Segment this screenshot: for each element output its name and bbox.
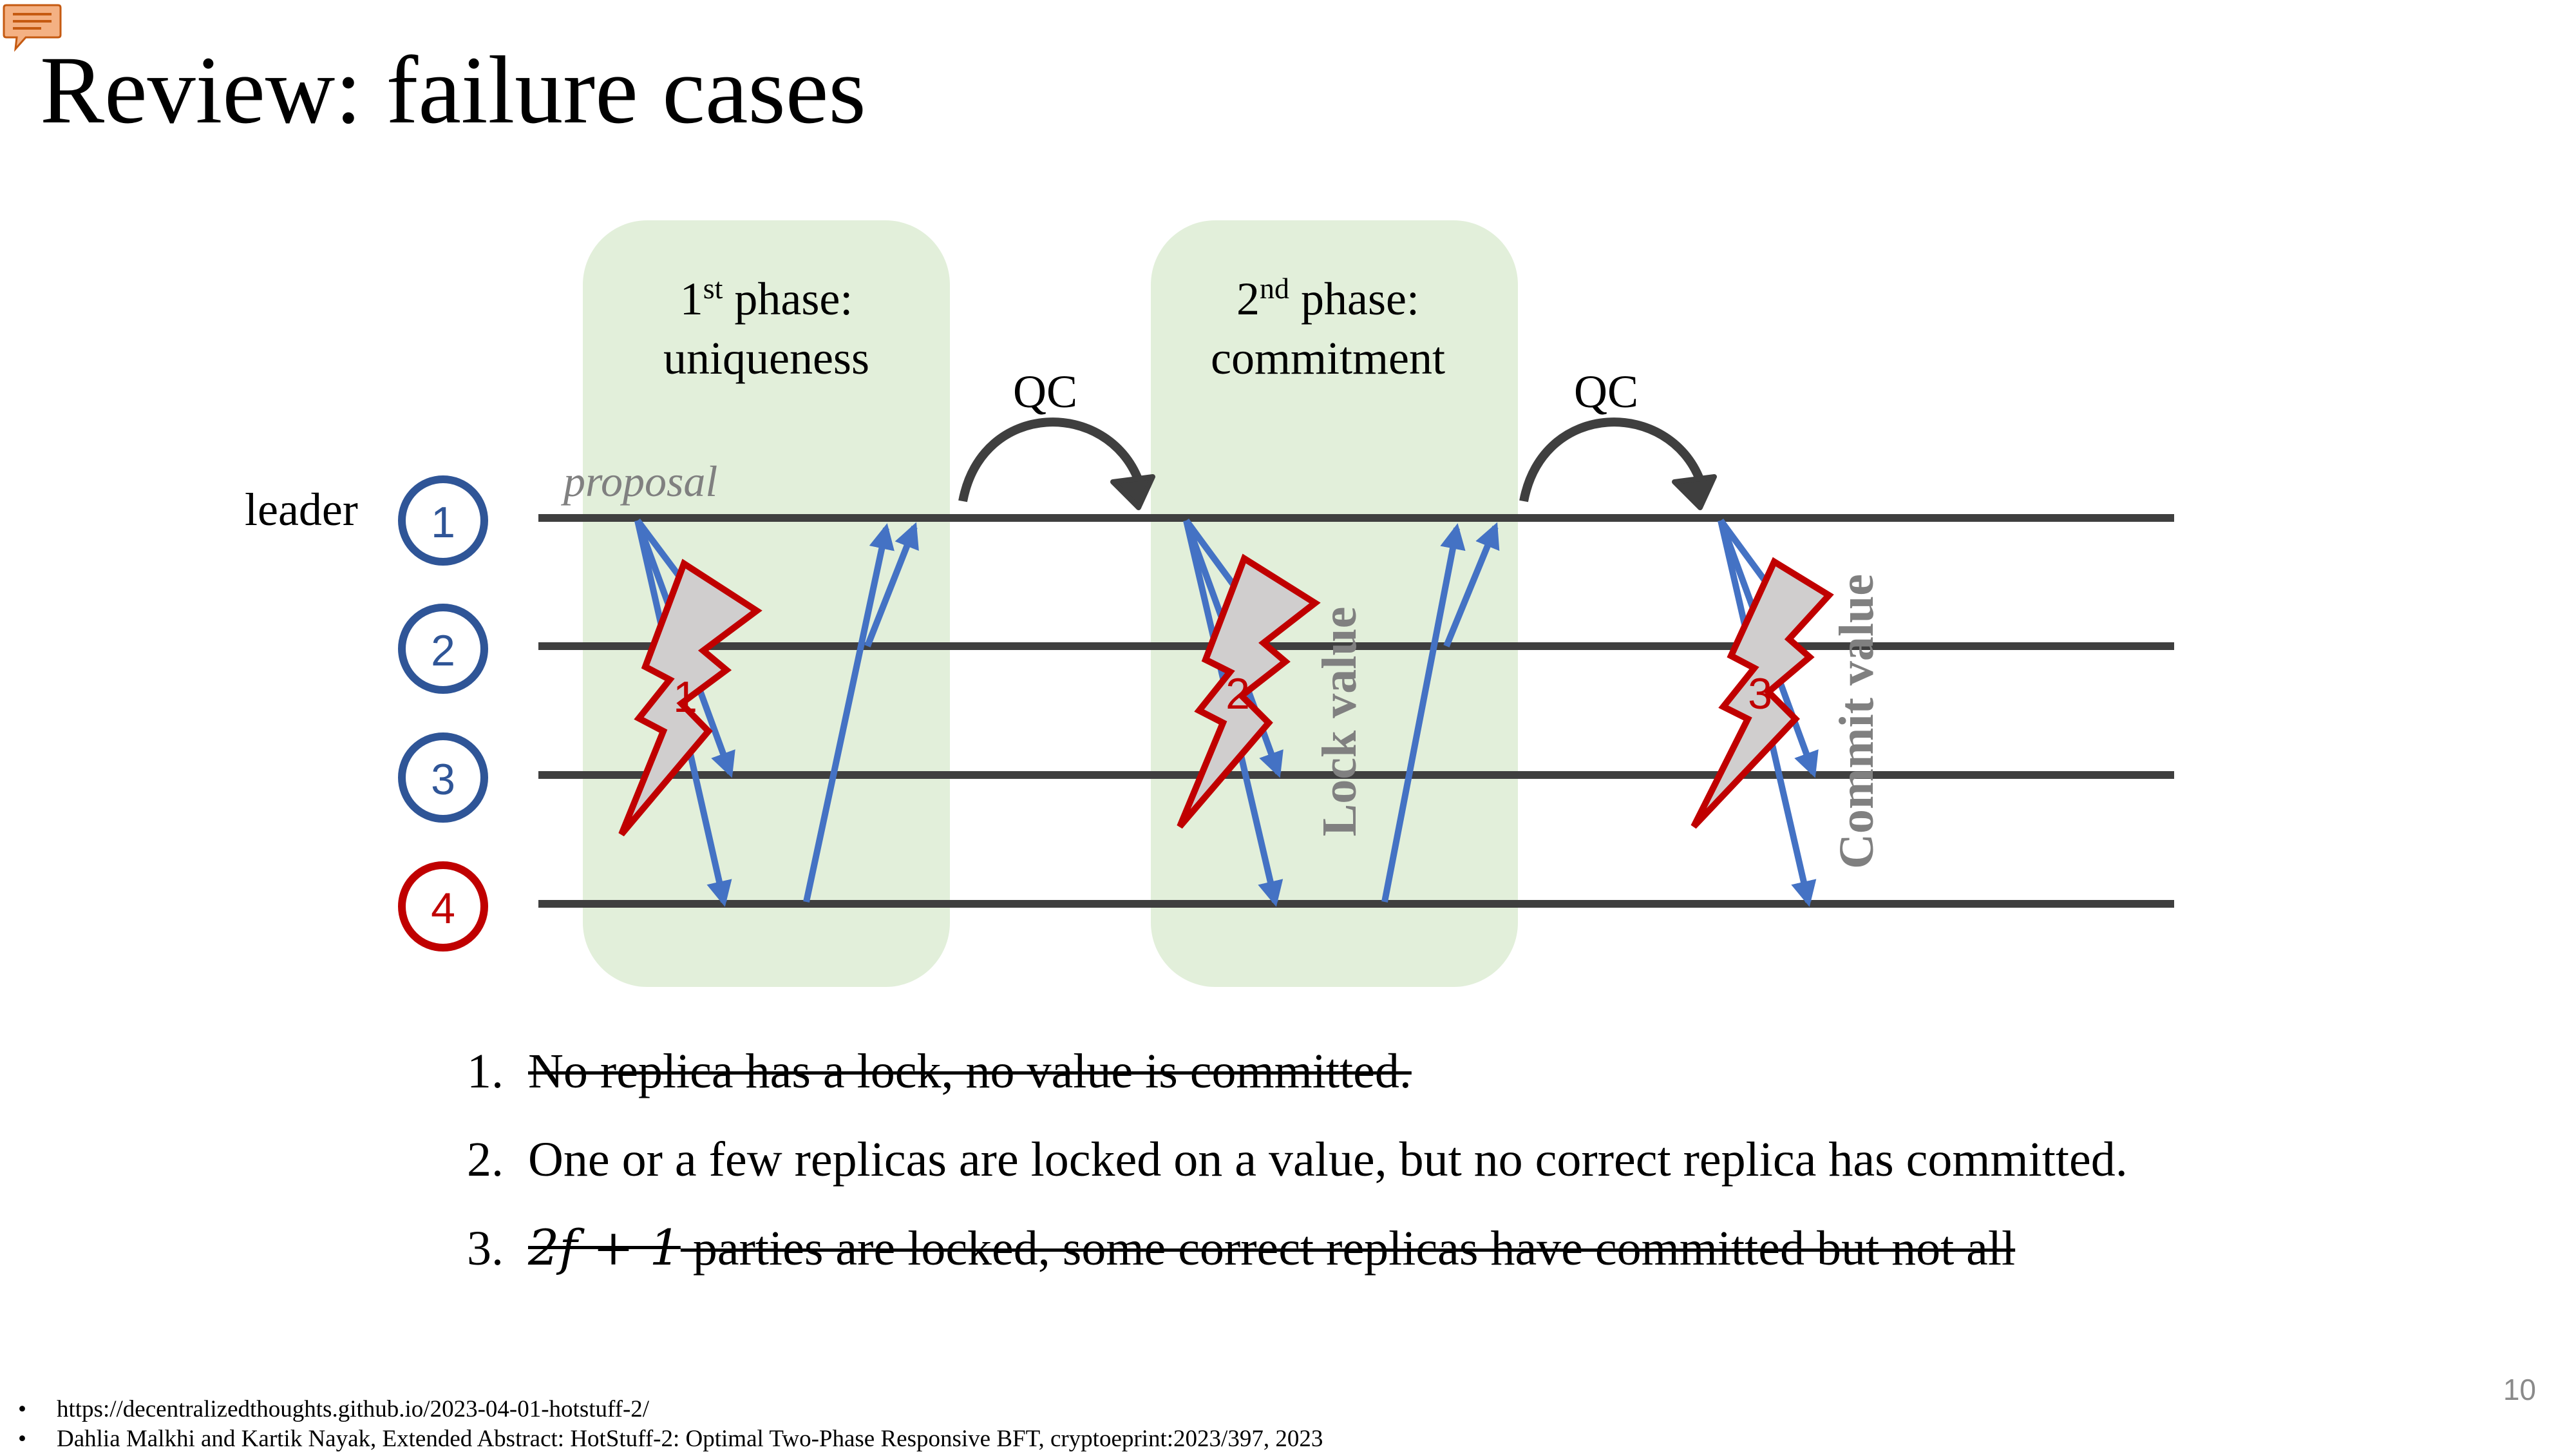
svg-text:1: 1	[673, 673, 697, 722]
reference-item: •Dahlia Malkhi and Kartik Nayak, Extende…	[18, 1426, 1323, 1452]
qc-label-1: QC	[1013, 366, 1077, 417]
slide-title: Review: failure cases	[40, 37, 866, 144]
qc-label-2: QC	[1574, 366, 1638, 417]
replica-node-4: 4	[398, 861, 488, 952]
case-item-3: 3.2f + 1 parties are locked, some correc…	[467, 1219, 2016, 1276]
references: •https://decentralizedthoughts.github.io…	[18, 1395, 1323, 1454]
phase-box-2	[1151, 220, 1518, 987]
lightning-bolt-icon-1: 1	[618, 559, 762, 837]
svg-text:2: 2	[1226, 669, 1250, 718]
svg-text:3: 3	[1748, 669, 1772, 718]
lightning-bolt-icon-2: 2	[1177, 553, 1321, 829]
replica-node-2: 2	[398, 604, 488, 694]
leader-label: leader	[245, 484, 358, 535]
phase-1-title: 1st phase:	[680, 272, 853, 325]
page-number: 10	[2503, 1373, 2536, 1406]
svg-text:2: 2	[431, 626, 455, 675]
phase-1-subtitle: uniqueness	[663, 332, 869, 384]
commit-value-label: Commit value	[1830, 574, 1884, 869]
phase-2-title: 2nd phase:	[1236, 272, 1419, 325]
case-item-2: 2.One or a few replicas are locked on a …	[467, 1133, 2128, 1187]
lock-value-label: Lock value	[1312, 607, 1367, 837]
qc-arrowhead-2	[1672, 474, 1717, 510]
replica-node-1: 1	[398, 475, 488, 566]
svg-text:4: 4	[431, 884, 455, 933]
qc-arrow-2	[1519, 417, 1705, 502]
reference-item: •https://decentralizedthoughts.github.io…	[18, 1396, 650, 1422]
svg-text:3: 3	[431, 755, 455, 804]
qc-arrow-1	[958, 417, 1143, 502]
phase-box-1	[583, 220, 950, 987]
qc-arrowhead-1	[1110, 474, 1155, 510]
case-item-1: 1.No replica has a lock, no value is com…	[467, 1044, 1412, 1098]
phase-2-subtitle: commitment	[1211, 332, 1445, 384]
lightning-bolt-icon-3: 3	[1690, 557, 1834, 829]
speech-bubble-icon[interactable]	[3, 1, 62, 53]
proposal-label: proposal	[561, 457, 717, 506]
replica-node-3: 3	[398, 732, 488, 823]
svg-text:1: 1	[431, 498, 455, 547]
